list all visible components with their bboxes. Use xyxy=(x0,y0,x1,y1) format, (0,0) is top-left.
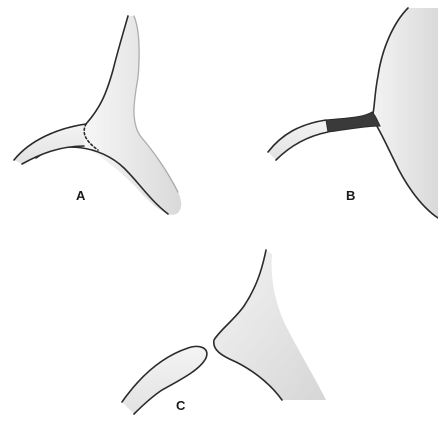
panel-a-left-arm xyxy=(14,124,86,164)
panel-a-label: A xyxy=(76,188,86,203)
panel-c-label: C xyxy=(176,398,186,413)
panel-c: C xyxy=(122,250,326,414)
panel-b-left-arm xyxy=(268,120,328,160)
panel-c-main-body xyxy=(214,250,326,400)
panel-b-fusion-band xyxy=(326,112,380,132)
panel-a-main-body xyxy=(84,16,181,215)
panel-c-left-arm xyxy=(122,346,207,414)
panel-b-main-body xyxy=(372,8,438,218)
panel-b-label: B xyxy=(346,188,355,203)
panel-b: B xyxy=(268,8,438,218)
panel-a: A xyxy=(14,16,181,215)
